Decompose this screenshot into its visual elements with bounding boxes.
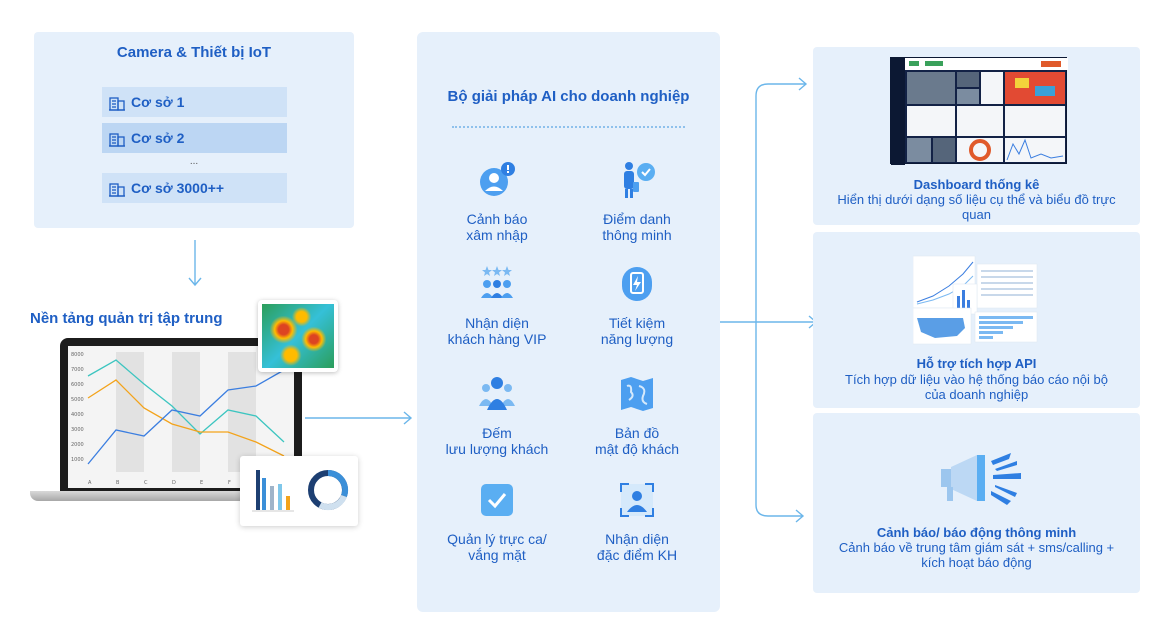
laptop-base xyxy=(30,491,330,501)
site-item-1[interactable]: Cơ sở 1 xyxy=(102,87,287,117)
megaphone-icon xyxy=(941,453,1021,505)
api-card: Hỗ trợ tích hợp API Tích hợp dữ liệu vào… xyxy=(813,232,1140,408)
feature-customer-attributes[interactable]: Nhận diện đặc điểm KH xyxy=(567,480,707,563)
intrusion-alert-icon xyxy=(480,162,515,196)
ai-suite-panel: Bộ giải pháp AI cho doanh nghiệp Cảnh bá… xyxy=(417,32,720,612)
density-map-icon xyxy=(621,377,653,411)
y-tick-label: 7000 xyxy=(71,367,84,373)
feature-intrusion-alert[interactable]: Cảnh báo xâm nhập xyxy=(427,160,567,243)
x-tick-label: F xyxy=(228,480,231,486)
feature-label: Nhận diện đặc điểm KH xyxy=(596,531,678,563)
feature-vip-recognition[interactable]: Nhận diện khách hàng VIP xyxy=(427,264,567,347)
y-tick-label: 4000 xyxy=(71,412,84,418)
dashboard-card: Dashboard thống kê Hiển thị dưới dạng số… xyxy=(813,47,1140,225)
smart-attendance-icon xyxy=(624,162,655,198)
line-chart-illustration: 8000 7000 6000 5000 4000 3000 2000 1000 A B C D E F xyxy=(71,352,285,486)
feature-label: Quản lý trực ca/ vắng mặt xyxy=(447,531,547,563)
mini-bar-chart xyxy=(252,470,294,512)
series-orange xyxy=(87,379,285,457)
platform-title: Nền tảng quản trị tập trung xyxy=(30,310,223,327)
alarm-card: Cảnh báo/ báo động thông minh Cảnh báo v… xyxy=(813,413,1140,593)
alarm-title: Cảnh báo/ báo động thông minh xyxy=(876,525,1077,540)
visitor-count-icon xyxy=(479,377,515,410)
series-teal xyxy=(87,359,285,443)
series-blue xyxy=(87,369,285,465)
site-item-2[interactable]: Cơ sở 2 xyxy=(102,123,287,153)
y-tick-label: 5000 xyxy=(71,397,84,403)
feature-label: Nhận diện khách hàng VIP xyxy=(447,315,547,347)
feature-label: Bản đồ mật độ khách xyxy=(594,425,680,457)
building-icon xyxy=(109,133,125,147)
y-tick-label: 6000 xyxy=(71,382,84,388)
camera-iot-panel: Camera & Thiết bị IoT Cơ sở 1 Cơ sở 2 ..… xyxy=(34,32,354,228)
dashboard-desc: Hiển thị dưới dạng số liệu cụ thể và biể… xyxy=(837,192,1116,222)
feature-visitor-count[interactable]: Đếm lưu lượng khách xyxy=(427,374,567,457)
x-tick-label: C xyxy=(144,480,148,486)
building-icon xyxy=(109,183,125,197)
api-desc: Tích hợp dữ liệu vào hệ thống báo cáo nộ… xyxy=(845,372,1108,402)
x-tick-label: A xyxy=(88,480,92,486)
y-tick-label: 8000 xyxy=(71,352,84,358)
building-icon xyxy=(109,97,125,111)
feature-smart-attendance[interactable]: Điểm danh thông minh xyxy=(567,160,707,243)
site-label: Cơ sở 2 xyxy=(131,130,185,146)
heatmap-thumbnail xyxy=(258,300,338,372)
laptop-screen: 8000 7000 6000 5000 4000 3000 2000 1000 A B C D E F xyxy=(60,338,302,492)
api-report-screenshot xyxy=(913,255,1038,345)
feature-density-map[interactable]: Bản đồ mật độ khách xyxy=(567,374,707,457)
feature-label: Cảnh báo xâm nhập xyxy=(466,211,528,243)
y-tick-label: 3000 xyxy=(71,427,84,433)
vip-recognition-icon xyxy=(481,266,513,298)
site-item-3[interactable]: Cơ sở 3000++ xyxy=(102,173,287,203)
dashboard-title: Dashboard thống kê xyxy=(913,177,1040,192)
customer-attributes-icon xyxy=(620,483,654,517)
dashboard-screenshot xyxy=(890,57,1068,165)
api-title: Hỗ trợ tích hợp API xyxy=(916,356,1037,371)
feature-shift-management[interactable]: Quản lý trực ca/ vắng mặt xyxy=(427,480,567,563)
x-tick-label: E xyxy=(200,480,203,486)
camera-panel-title: Camera & Thiết bị IoT xyxy=(116,44,272,61)
site-label: Cơ sở 3000++ xyxy=(131,180,225,196)
y-tick-label: 1000 xyxy=(71,457,84,463)
energy-saving-icon xyxy=(622,267,652,301)
y-tick-label: 2000 xyxy=(71,442,84,448)
feature-label: Tiết kiệm năng lượng xyxy=(600,315,674,347)
feature-label: Đếm lưu lượng khách xyxy=(445,425,549,457)
ai-suite-title: Bộ giải pháp AI cho doanh nghiệp xyxy=(447,88,690,105)
feature-label: Điểm danh thông minh xyxy=(602,211,672,243)
x-tick-label: B xyxy=(116,480,120,486)
x-tick-label: D xyxy=(172,480,176,486)
feature-energy-saving[interactable]: Tiết kiệm năng lượng xyxy=(567,264,707,347)
mini-chart-card xyxy=(240,456,358,526)
divider xyxy=(452,126,685,128)
alarm-desc: Cảnh báo về trung tâm giám sát + sms/cal… xyxy=(838,540,1115,570)
shift-management-icon xyxy=(481,484,513,516)
mini-donut-chart xyxy=(308,469,349,510)
site-ellipsis: ... xyxy=(189,156,199,167)
site-label: Cơ sở 1 xyxy=(131,94,185,110)
